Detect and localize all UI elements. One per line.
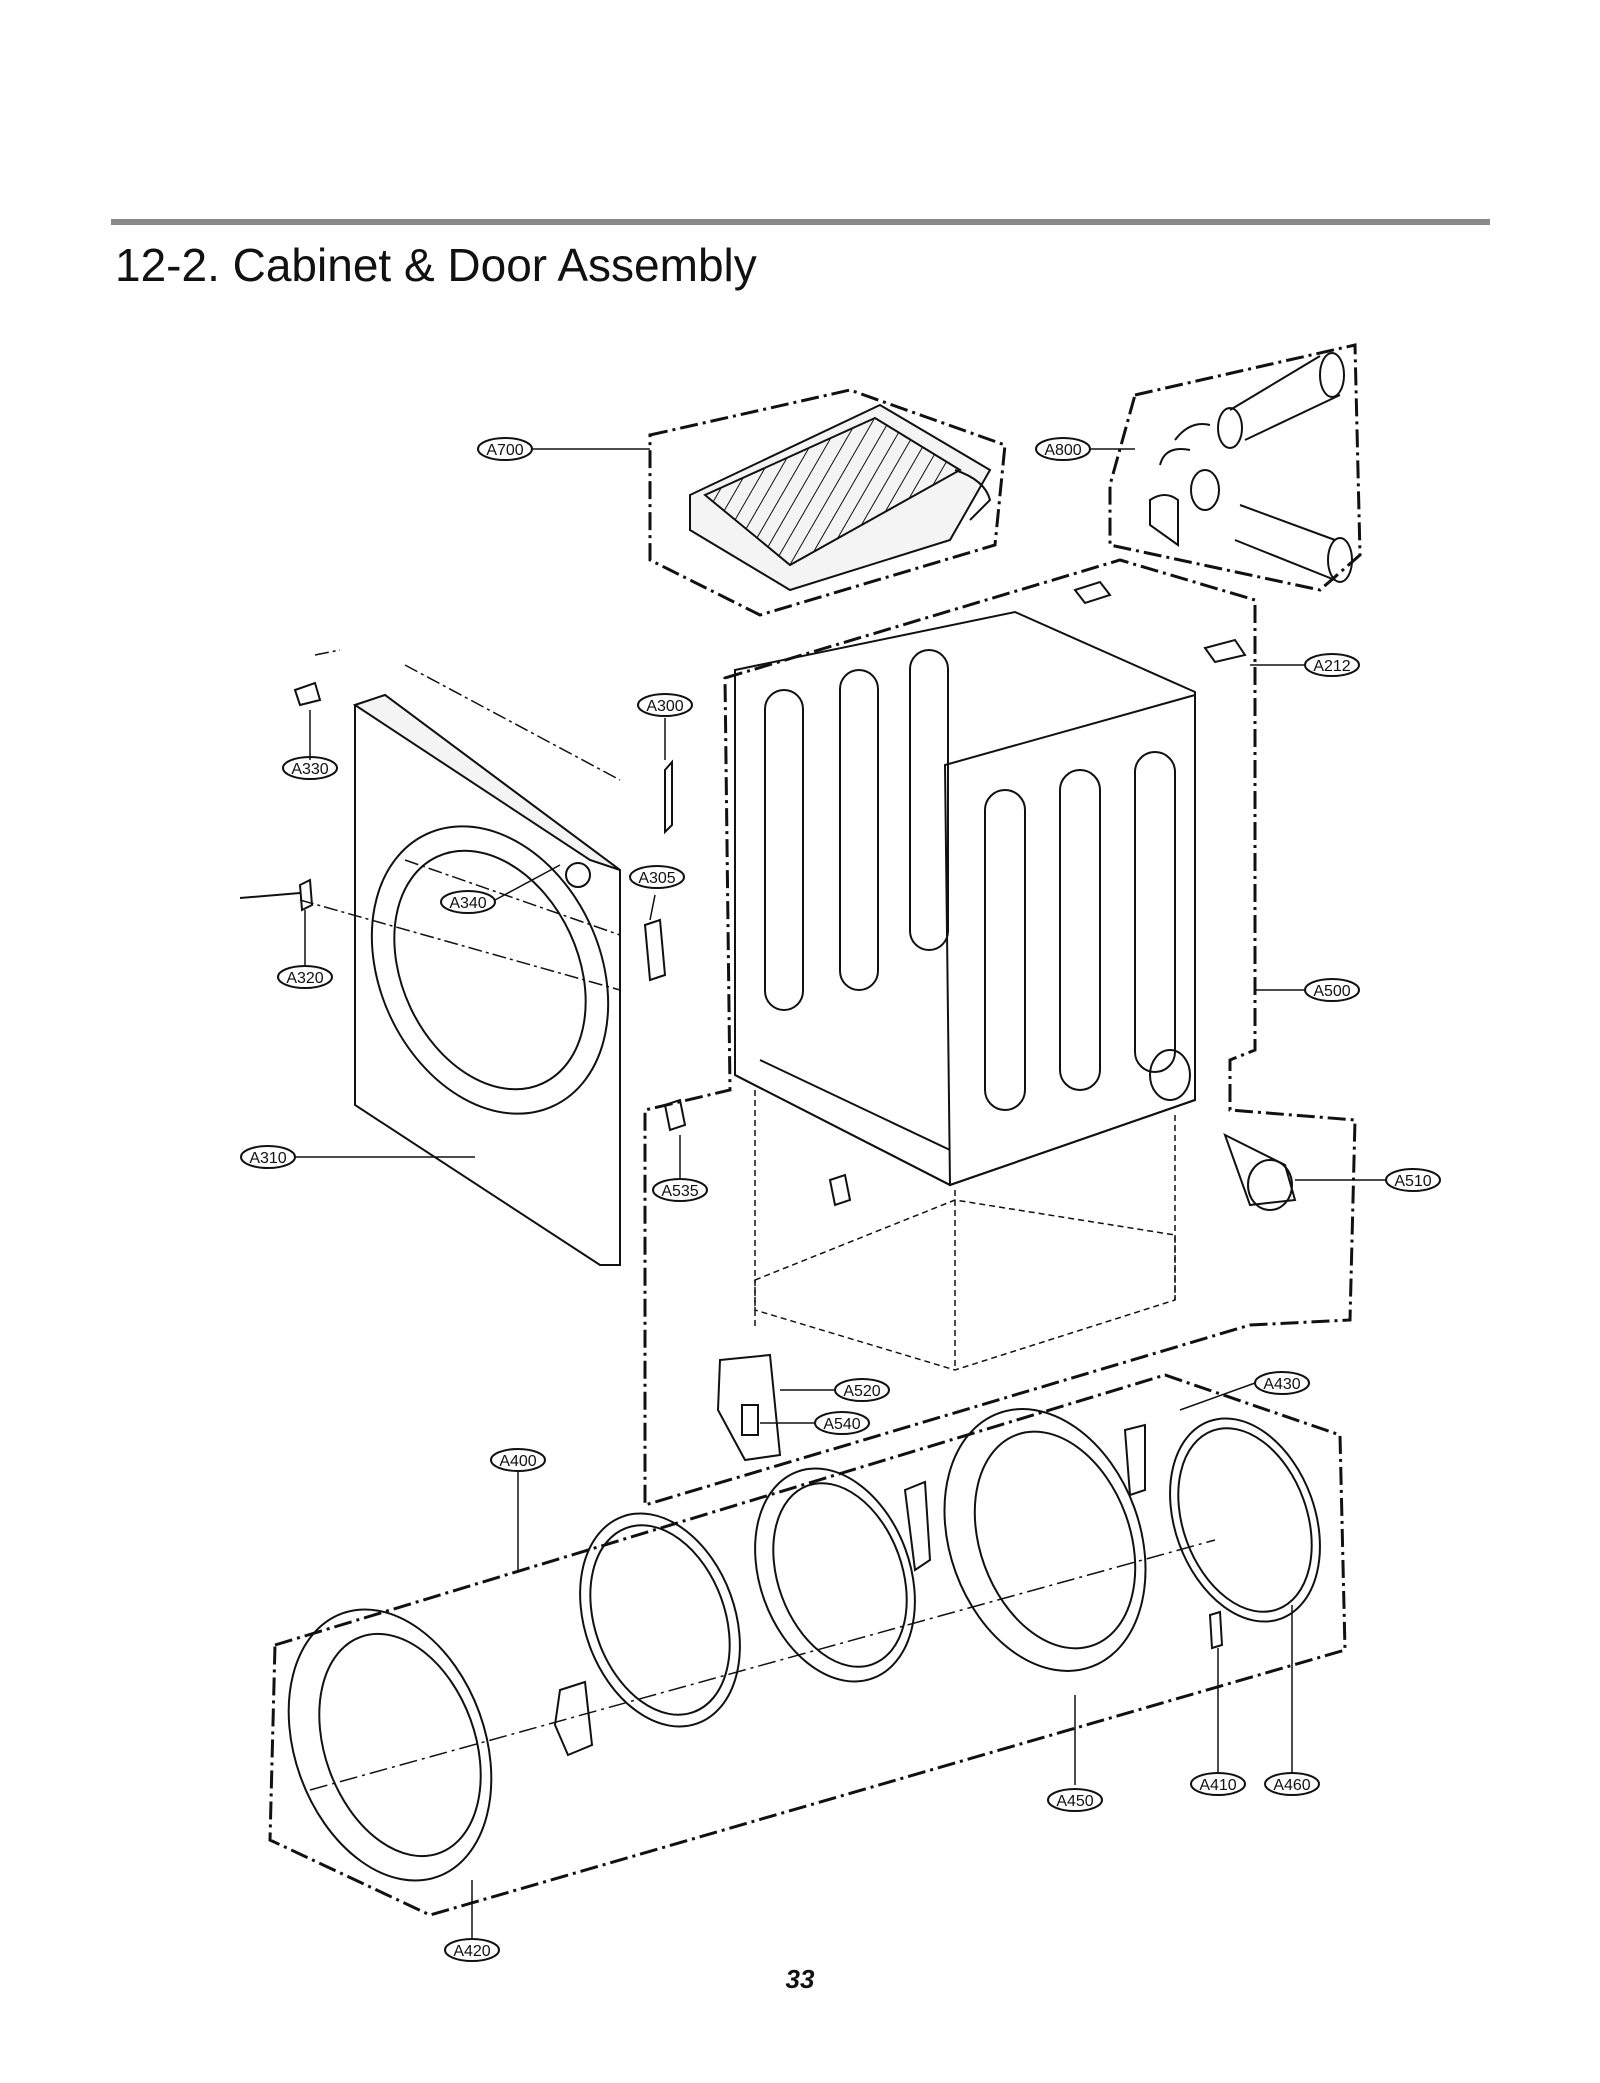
top-cover-group bbox=[648, 388, 1007, 617]
callout-a460: A460 bbox=[1273, 1777, 1310, 1794]
callout-a510: A510 bbox=[1394, 1173, 1431, 1190]
callout-bubbles bbox=[240, 437, 1441, 1962]
page-number: 33 bbox=[785, 1964, 815, 1994]
callout-a400: A400 bbox=[499, 1453, 536, 1470]
callout-a700: A700 bbox=[486, 442, 523, 459]
small-hardware bbox=[239, 681, 1297, 1462]
callout-a320: A320 bbox=[286, 970, 323, 987]
callout-a310: A310 bbox=[249, 1150, 286, 1167]
callout-labels: A700 A800 A212 A300 A330 A305 A340 A320 … bbox=[249, 442, 1431, 1960]
title-rule bbox=[111, 219, 1490, 225]
callout-a800: A800 bbox=[1044, 442, 1081, 459]
callout-a330: A330 bbox=[291, 761, 328, 778]
callout-a410: A410 bbox=[1199, 1777, 1236, 1794]
callout-a340: A340 bbox=[449, 895, 486, 912]
callout-a540: A540 bbox=[823, 1416, 860, 1433]
callout-a450: A450 bbox=[1056, 1793, 1093, 1810]
page-title: 12-2. Cabinet & Door Assembly bbox=[115, 239, 757, 291]
bracket-parts bbox=[1073, 580, 1247, 664]
exhaust-duct-group bbox=[1108, 343, 1362, 592]
callout-a520: A520 bbox=[843, 1383, 880, 1400]
door-parts bbox=[287, 1408, 1321, 1882]
callout-a420: A420 bbox=[453, 1943, 490, 1960]
callout-a500: A500 bbox=[1313, 983, 1350, 1000]
front-panel bbox=[299, 649, 621, 1266]
callout-a430: A430 bbox=[1263, 1376, 1300, 1393]
callout-a212: A212 bbox=[1313, 658, 1350, 675]
leader-lines bbox=[295, 448, 1386, 1940]
base-stand-guide bbox=[754, 1090, 1176, 1371]
callout-a535: A535 bbox=[661, 1183, 698, 1200]
callout-a305: A305 bbox=[638, 870, 675, 887]
cabinet-frame bbox=[734, 610, 1196, 1187]
callout-a300: A300 bbox=[646, 698, 683, 715]
